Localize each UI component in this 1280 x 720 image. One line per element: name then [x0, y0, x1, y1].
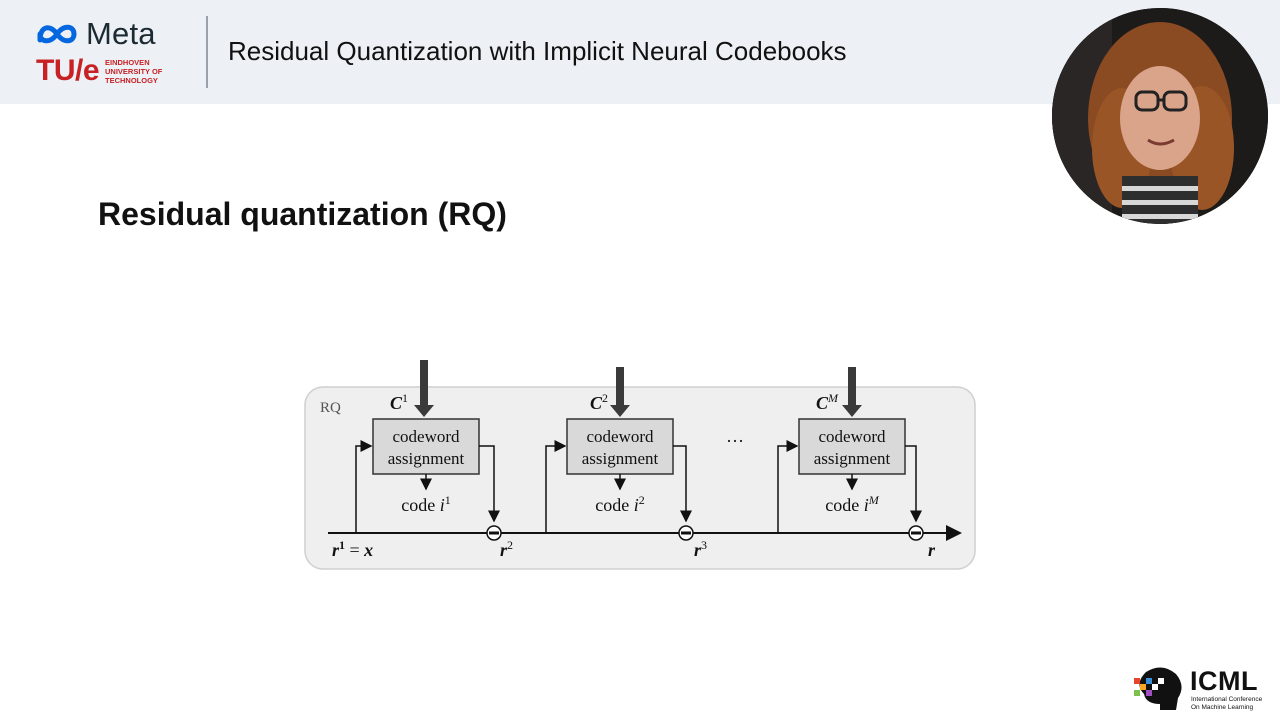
- input-branch: [777, 440, 799, 533]
- block-label-line1: codeword: [392, 427, 460, 446]
- presenter-video-frame: [1052, 8, 1268, 224]
- codebook-arrow-head: [610, 405, 630, 417]
- tue-sub-line: UNIVERSITY OF: [105, 66, 163, 76]
- slide-heading: Residual quantization (RQ): [98, 196, 507, 232]
- meta-logo: Meta: [34, 16, 156, 52]
- codebook-label: C1: [390, 391, 408, 413]
- residual-label-final: r: [928, 540, 936, 560]
- output-branch: [673, 445, 692, 523]
- presenter-webcam: [1052, 8, 1268, 224]
- minus-sign: [489, 531, 499, 535]
- codebook-arrow-head: [414, 405, 434, 417]
- output-branch: [905, 445, 922, 523]
- icml-wordmark: ICML: [1190, 666, 1258, 696]
- code-label: code i1: [401, 493, 451, 515]
- block-label-line1: codeword: [586, 427, 654, 446]
- header-divider: [206, 16, 208, 88]
- stage-1: C1 codeword assignment code i1: [355, 360, 502, 541]
- rq-diagram: RQ C1 codeword assignment code i1 C2 cod…: [304, 360, 976, 570]
- tue-logo: TU/e EINDHOVEN UNIVERSITY OF TECHNOLOGY: [36, 54, 162, 88]
- slide-header: Meta TU/e EINDHOVEN UNIVERSITY OF TECHNO…: [0, 0, 1280, 104]
- rq-panel: [304, 386, 976, 570]
- stage-m: CM codeword assignment code iM: [777, 367, 924, 541]
- codebook-label: CM: [816, 391, 839, 413]
- minus-sign: [681, 531, 691, 535]
- meta-wordmark: Meta: [86, 16, 156, 51]
- icml-brain-icon: [1134, 667, 1182, 710]
- icml-sub-line: On Machine Learning: [1191, 703, 1254, 711]
- deck-title: Residual Quantization with Implicit Neur…: [228, 36, 847, 66]
- tue-mark: TU/e: [36, 54, 100, 87]
- icml-sub-line: International Conference: [1191, 696, 1263, 703]
- icml-subtitle: International Conference On Machine Lear…: [1191, 696, 1262, 711]
- output-branch: [479, 445, 500, 523]
- block-label-line2: assignment: [388, 449, 465, 468]
- icml-logo: ICML International Conference On Machine…: [1132, 664, 1276, 716]
- code-label: code iM: [825, 493, 880, 515]
- tue-sub-line: EINDHOVEN: [105, 57, 150, 67]
- residual-label-r2: r2: [500, 538, 513, 560]
- meta-infinity-icon: [37, 24, 77, 44]
- codebook-label: C2: [590, 391, 608, 413]
- code-label: code i2: [595, 493, 645, 515]
- stage-2: C2 codeword assignment code i2: [545, 367, 694, 541]
- residual-label-r1: r1 = x: [332, 538, 373, 560]
- codebook-arrow: [420, 360, 428, 408]
- codebook-arrow-head: [842, 405, 862, 417]
- block-label-line1: codeword: [818, 427, 886, 446]
- codebook-arrow: [848, 367, 856, 408]
- codeword-assignment-block: [798, 418, 906, 475]
- tue-sub-line: TECHNOLOGY: [105, 75, 158, 85]
- codeword-assignment-block: [372, 418, 480, 475]
- stage-ellipsis: ···: [726, 431, 744, 451]
- block-label-line2: assignment: [582, 449, 659, 468]
- block-label-line2: assignment: [814, 449, 891, 468]
- input-branch: [355, 440, 373, 533]
- tue-subtitle: EINDHOVEN UNIVERSITY OF TECHNOLOGY: [105, 58, 162, 85]
- minus-sign: [911, 531, 921, 535]
- input-branch: [545, 440, 567, 533]
- codebook-arrow: [616, 367, 624, 408]
- rq-panel-label: RQ: [320, 400, 341, 416]
- residual-label-r3: r3: [694, 538, 707, 560]
